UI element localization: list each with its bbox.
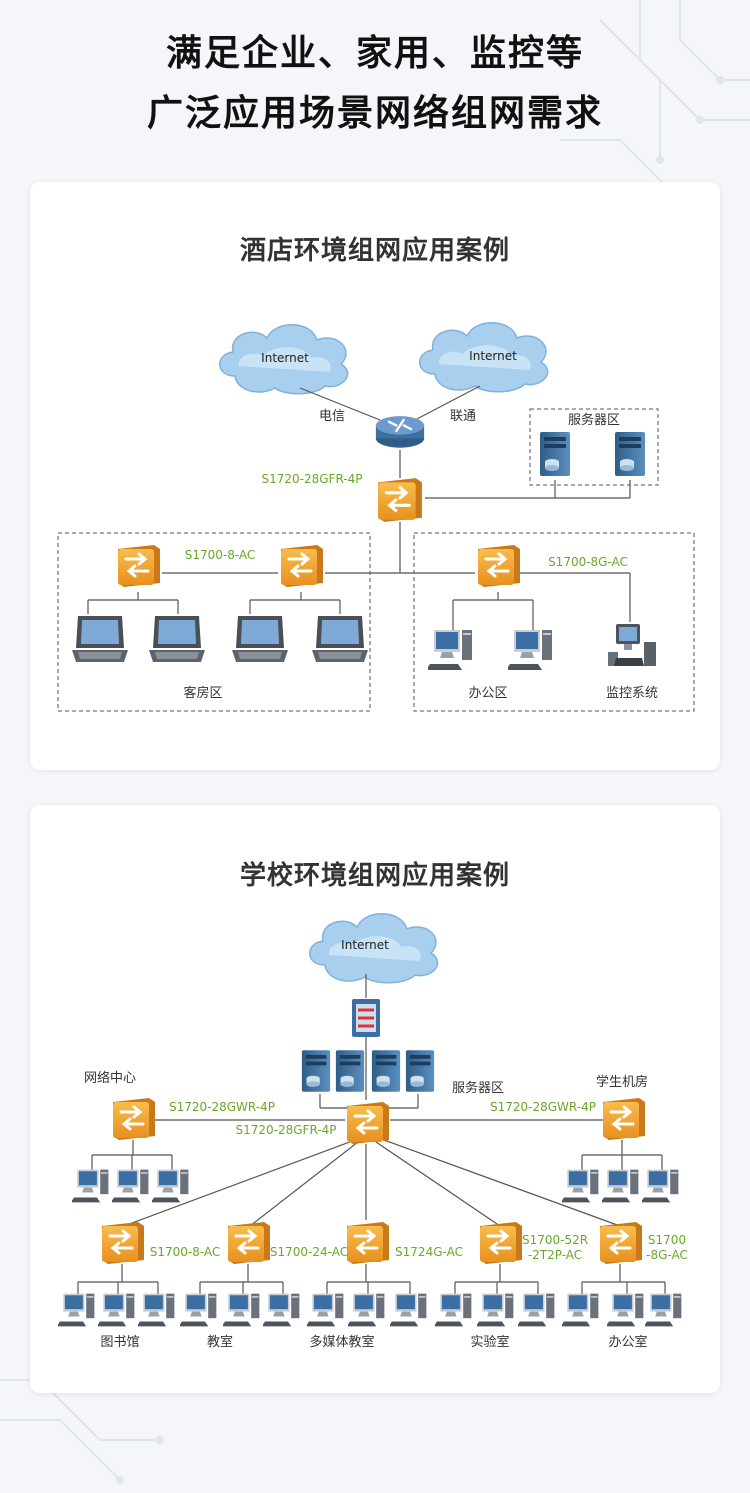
sw4-model-line2: -2T2P-AC [528, 1248, 582, 1262]
desktop-pc-icon [477, 1293, 514, 1327]
desktop-pc-icon [152, 1169, 189, 1203]
office-zone-label: 办公区 [468, 686, 507, 701]
desktop-pc-icon [138, 1293, 175, 1327]
server-icon [540, 432, 570, 476]
lab-switch-model: S1720-28GWR-4P [490, 1100, 596, 1114]
sw4-model-line1: S1700-52R [522, 1233, 588, 1247]
server-icon [405, 1050, 435, 1092]
office-switch-model: S1700-8G-AC [548, 555, 628, 569]
core-switch-icon [376, 476, 424, 524]
laptop-icon [149, 616, 205, 662]
desktop-pc-icon [72, 1169, 109, 1203]
desktop-pc-icon [518, 1293, 555, 1327]
switch-icon [345, 1220, 391, 1266]
desktop-pc-icon [428, 630, 472, 670]
hotel-cloud-left-label: Internet [261, 351, 309, 365]
laptop-icon [232, 616, 288, 662]
guest-zone-label: 客房区 [183, 685, 222, 701]
desktop-pc-icon [390, 1293, 427, 1327]
switch-icon [279, 543, 325, 589]
switch-icon [476, 543, 522, 589]
isp-telecom-label: 电信 [319, 409, 345, 424]
zone-lab-label: 实验室 [470, 1334, 509, 1350]
server-icon [301, 1050, 331, 1092]
hotel-cloud-right-label: Internet [469, 349, 517, 363]
zone-office-label: 办公室 [608, 1334, 647, 1350]
switch-icon [478, 1220, 524, 1266]
switch-icon [226, 1220, 272, 1266]
hotel-network-diagram: Internet Internet 电信 联通 服务器区 [57, 321, 695, 712]
core-switch-icon [345, 1100, 391, 1146]
school-core-switch-model: S1720-28GFR-4P [235, 1123, 336, 1137]
school-card-title: 学校环境组网应用案例 [239, 861, 510, 891]
firewall-icon [351, 998, 381, 1038]
laptop-icon [72, 616, 128, 662]
desktop-pc-icon [58, 1293, 95, 1327]
desktop-pc-icon [98, 1293, 135, 1327]
zone-classroom-label: 教室 [207, 1334, 233, 1350]
hotel-core-switch-model: S1720-28GFR-4P [261, 472, 362, 486]
hotel-card-title: 酒店环境组网应用案例 [239, 236, 510, 266]
monitor-zone-label: 监控系统 [606, 686, 658, 701]
isp-unicom-label: 联通 [450, 409, 476, 424]
netcenter-switch-model: S1720-28GWR-4P [169, 1100, 275, 1114]
switch-icon [116, 543, 162, 589]
monitoring-terminal-icon [608, 624, 656, 666]
server-icon [371, 1050, 401, 1092]
switch-icon [111, 1096, 157, 1142]
sw1-model: S1700-8-AC [150, 1245, 221, 1259]
desktop-pc-icon [642, 1169, 679, 1203]
desktop-pc-icon [508, 630, 552, 670]
sw5-model-line2: -8G-AC [646, 1248, 688, 1262]
hotel-server-zone-box [529, 408, 659, 486]
student-lab-label: 学生机房 [596, 1074, 648, 1090]
sw3-model: S1724G-AC [395, 1245, 463, 1259]
router-icon [374, 414, 426, 449]
switch-icon [601, 1096, 647, 1142]
desktop-pc-icon [112, 1169, 149, 1203]
desktop-pc-icon [562, 1293, 599, 1327]
zone-library-label: 图书馆 [100, 1335, 139, 1350]
desktop-pc-icon [645, 1293, 682, 1327]
hotel-server-zone-label: 服务器区 [568, 412, 620, 428]
switch-icon [100, 1220, 146, 1266]
desktop-pc-icon [263, 1293, 300, 1327]
desktop-pc-icon [307, 1293, 344, 1327]
server-icon [615, 432, 645, 476]
switch-icon [598, 1220, 644, 1266]
school-server-zone-label: 服务器区 [452, 1080, 504, 1096]
netcenter-label: 网络中心 [84, 1070, 136, 1086]
sw5-model-line1: S1700 [648, 1233, 686, 1247]
desktop-pc-icon [607, 1293, 644, 1327]
laptop-icon [312, 616, 368, 662]
hotel-card: 酒店环境组网应用案例 [30, 182, 720, 770]
zone-multimedia-label: 多媒体教室 [309, 1334, 374, 1350]
desktop-pc-icon [602, 1169, 639, 1203]
school-network-diagram: Internet [58, 912, 688, 1350]
headline-line1: 满足企业、家用、监控等 [165, 33, 584, 74]
desktop-pc-icon [180, 1293, 217, 1327]
desktop-pc-icon [435, 1293, 472, 1327]
guest-switch-model: S1700-8-AC [185, 548, 256, 562]
headline-line2: 广泛应用场景网络组网需求 [146, 93, 603, 134]
office-zone-box [413, 532, 695, 712]
server-icon [335, 1050, 365, 1092]
desktop-pc-icon [223, 1293, 260, 1327]
guest-zone-box [57, 532, 371, 712]
school-cloud-label: Internet [341, 938, 389, 952]
desktop-pc-icon [348, 1293, 385, 1327]
desktop-pc-icon [562, 1169, 599, 1203]
sw2-model: S1700-24-AC [270, 1245, 348, 1259]
